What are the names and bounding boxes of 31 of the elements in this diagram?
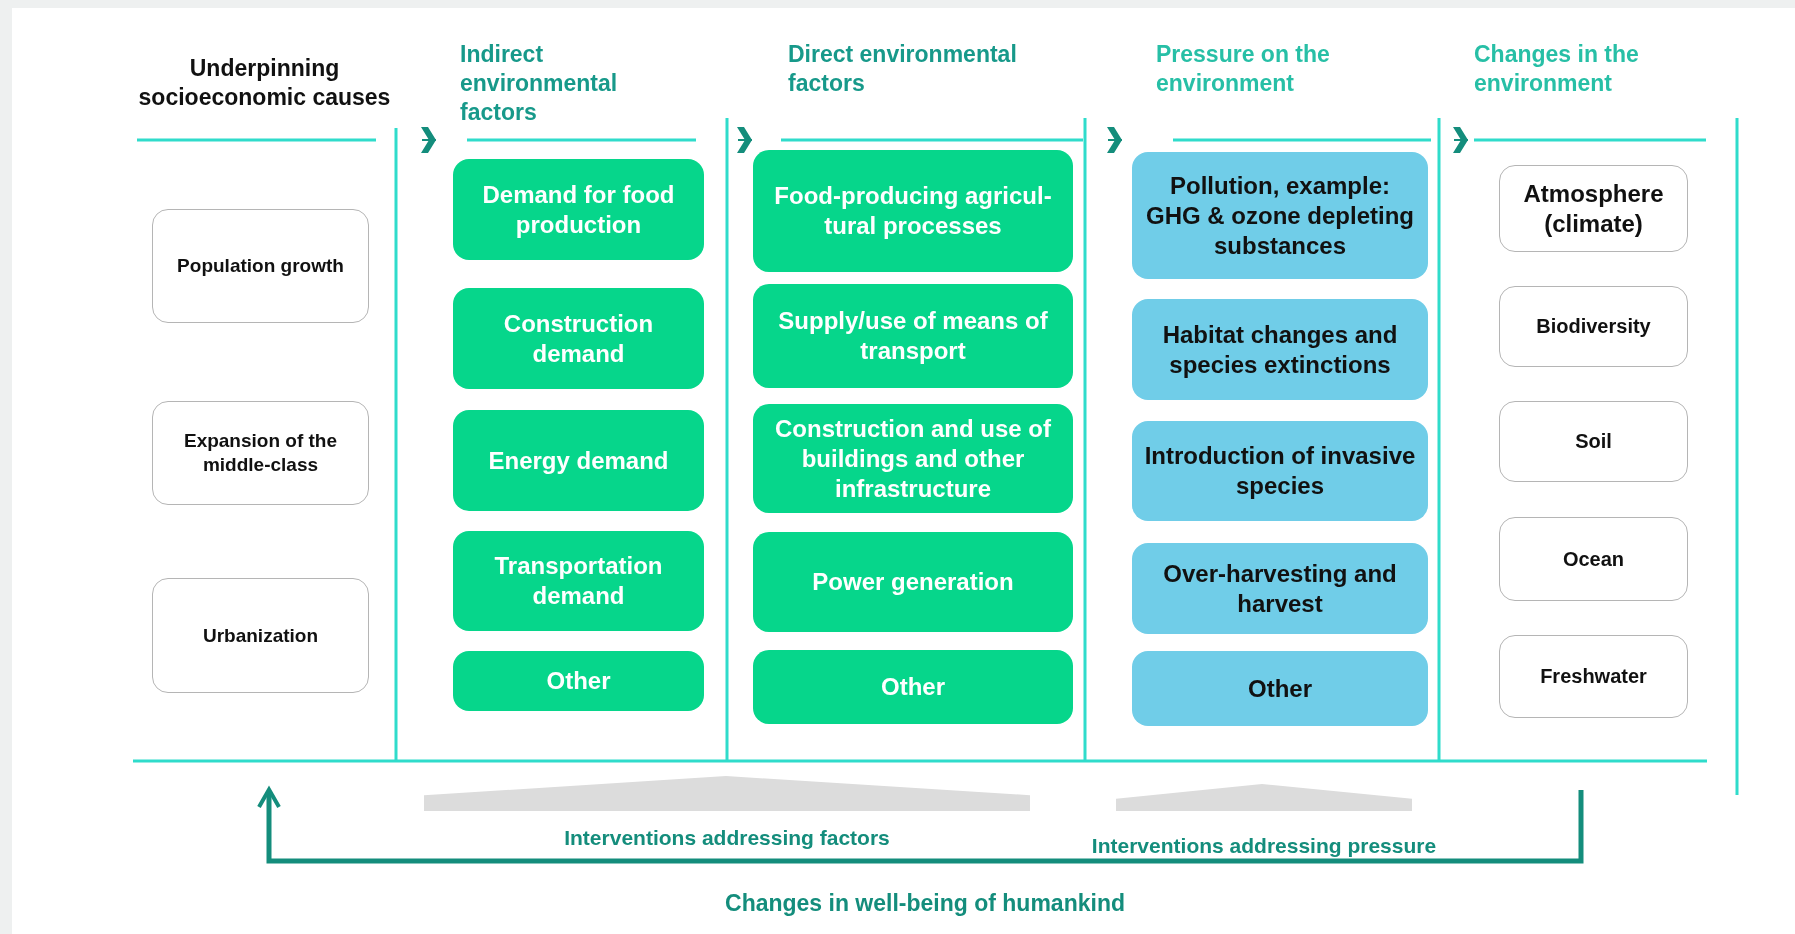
factor-box: Freshwater (1499, 635, 1688, 718)
label-text: Pressure on the environment (1156, 40, 1331, 98)
factor-box: Power generation (753, 532, 1073, 632)
factor-box: Over-harvesting and harvest (1132, 543, 1428, 634)
factor-box: Construction demand (453, 288, 704, 389)
factor-box: Construction and use of buildings and other infrastructure (753, 404, 1073, 513)
feedback-arrow (257, 787, 1584, 864)
label-text: Interventions addressing factors (564, 825, 890, 851)
label-text: Changes in the environment (1474, 40, 1640, 98)
factor-box: Atmosphere (climate) (1499, 165, 1688, 252)
factor-box: Supply/use of means of transport (753, 284, 1073, 388)
label-text: Interventions addressing pressure (1091, 833, 1437, 859)
factor-box: Habitat changes and species extinctions (1132, 299, 1428, 400)
label-text: Indirect environmental factors (460, 40, 619, 127)
factor-box: Introduction of invasive species (1132, 421, 1428, 521)
factor-box: Urbanization (152, 578, 369, 693)
factor-box: Other (1132, 651, 1428, 726)
factor-box: Other (753, 650, 1073, 724)
factor-box: Energy demand (453, 410, 704, 511)
factor-box: Soil (1499, 401, 1688, 482)
factor-box: Population growth (152, 209, 369, 323)
label-text: Direct environmental factors (788, 40, 1018, 98)
factor-box: Pollution, example: GHG & ozone depleting substances (1132, 152, 1428, 279)
factor-box: Expansion of the middle-class (152, 401, 369, 505)
label-text: Underpinning socioeconomic causes (137, 54, 392, 112)
factor-box: Demand for food production (453, 159, 704, 260)
factor-box: Biodiversity (1499, 286, 1688, 367)
factor-box: Food-producing agricul-tural processes (753, 150, 1073, 272)
factor-box: Other (453, 651, 704, 711)
factor-box: Transportation demand (453, 531, 704, 631)
factor-box: Ocean (1499, 517, 1688, 601)
